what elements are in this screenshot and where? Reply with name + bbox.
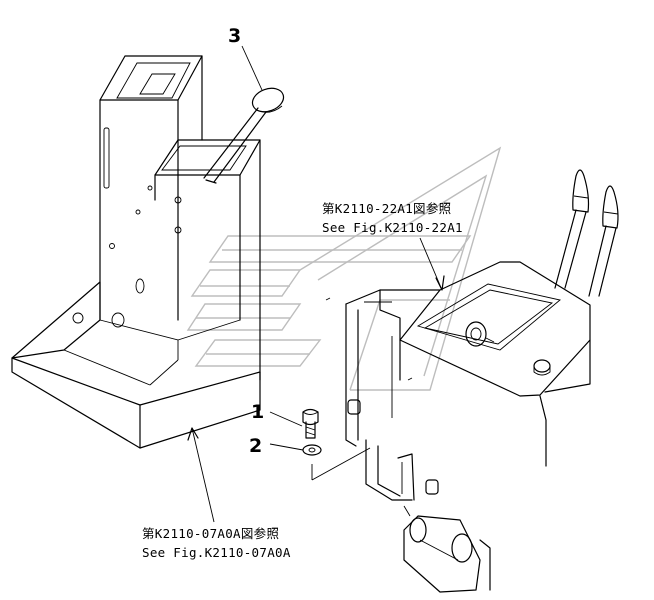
callout-2: 2 bbox=[249, 435, 262, 457]
washer-part-2 bbox=[302, 444, 322, 456]
reference-arrows bbox=[187, 237, 445, 523]
callout-3: 3 bbox=[228, 25, 241, 47]
bolt-part-1 bbox=[302, 408, 319, 439]
watermark-logo bbox=[186, 146, 502, 391]
reference-upper-jp: 第K2110-22A1図参照 bbox=[322, 201, 451, 216]
callout-1: 1 bbox=[251, 401, 264, 423]
control-pedestal bbox=[11, 55, 285, 449]
reference-upper-en: See Fig.K2110-22A1 bbox=[322, 220, 463, 235]
callout-leaders bbox=[241, 45, 304, 451]
reference-lower-jp: 第K2110-07A0A図参照 bbox=[142, 526, 279, 541]
control-console bbox=[311, 169, 619, 593]
reference-lower-en: See Fig.K2110-07A0A bbox=[142, 545, 291, 560]
